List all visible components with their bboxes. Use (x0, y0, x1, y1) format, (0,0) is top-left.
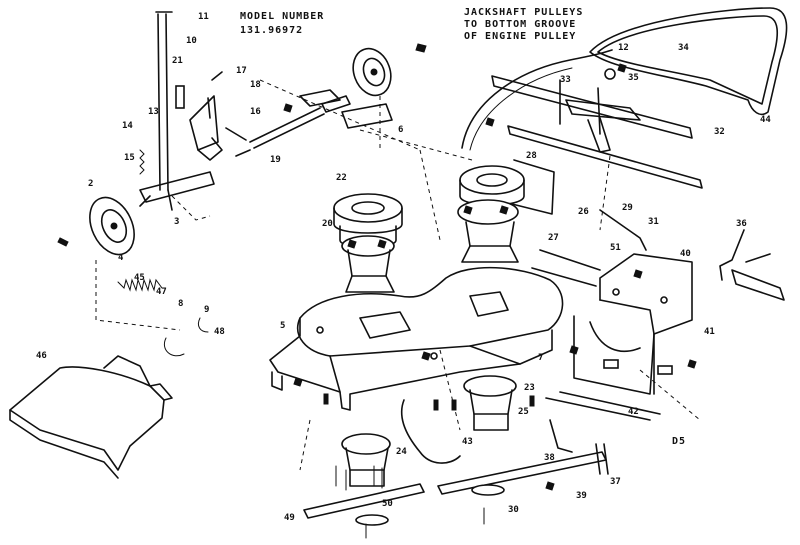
callout-3: 3 (174, 217, 179, 227)
callout-30: 30 (508, 505, 519, 515)
lower-spindle-housings (341, 375, 517, 526)
drive-belt-route-inner (469, 67, 573, 151)
callout-16: 16 (250, 107, 261, 117)
lift-spring (117, 278, 163, 292)
right-spindle-pulley (457, 165, 525, 263)
lower-right-hardware (511, 159, 647, 475)
mounting-bracket (573, 253, 693, 395)
callout-15: 15 (124, 153, 135, 163)
callout-45: 45 (134, 273, 145, 283)
front-gauge-wheel (89, 196, 135, 256)
callout-11: 11 (198, 12, 209, 22)
model-number-label: MODEL NUMBER (240, 11, 324, 22)
callout-34-top: 34 (678, 43, 689, 53)
callout-23: 23 (524, 383, 535, 393)
callout-4: 4 (118, 253, 124, 263)
control-cable (400, 399, 461, 464)
callout-50: 50 (382, 499, 393, 509)
v-belt (589, 7, 788, 116)
part-callouts: 11 10 21 17 18 16 13 14 15 2 3 4 5 6 7 8… (36, 12, 771, 523)
callout-43: 43 (462, 437, 473, 447)
callout-29: 29 (622, 203, 633, 213)
callout-21: 21 (172, 56, 183, 66)
callout-9: 9 (204, 305, 209, 315)
drive-belt-route (461, 49, 613, 149)
deck-hanger (719, 229, 785, 301)
callout-8: 8 (178, 299, 183, 309)
callout-17: 17 (236, 66, 247, 76)
callout-24: 24 (396, 447, 407, 457)
callout-36: 36 (736, 219, 747, 229)
callout-39: 39 (576, 491, 587, 501)
callout-42: 42 (628, 407, 639, 417)
callout-44: 44 (760, 115, 771, 125)
callout-7: 7 (538, 353, 543, 363)
callout-37: 37 (610, 477, 621, 487)
callout-40: 40 (680, 249, 691, 259)
callout-51: 51 (610, 243, 621, 253)
callout-20: 20 (322, 219, 333, 229)
discharge-deflector (9, 355, 173, 479)
callout-48: 48 (214, 327, 225, 337)
diagram-code: D5 (672, 436, 686, 447)
callout-19: 19 (270, 155, 281, 165)
callout-47: 47 (156, 287, 167, 297)
callout-26: 26 (578, 207, 589, 217)
callout-35: 35 (628, 73, 639, 83)
note-line-3: OF ENGINE PULLEY (464, 31, 576, 42)
callout-38: 38 (544, 453, 555, 463)
mower-deck-housing (269, 266, 564, 411)
callout-6: 6 (398, 125, 403, 135)
callout-5: 5 (280, 321, 285, 331)
callout-25: 25 (518, 407, 529, 417)
callout-13: 13 (148, 107, 159, 117)
reference-lines (95, 79, 701, 471)
note-line-1: JACKSHAFT PULLEYS (464, 7, 583, 18)
callout-14: 14 (122, 121, 133, 131)
callout-12: 12 (618, 43, 629, 53)
idler-pulley-top (299, 47, 393, 129)
fastener-hardware (57, 43, 697, 539)
callout-10: 10 (186, 36, 197, 46)
callout-31: 31 (648, 217, 659, 227)
callout-41: 41 (704, 327, 715, 337)
lift-lever-linkage (139, 11, 351, 211)
callout-49: 49 (284, 513, 295, 523)
note-line-2: TO BOTTOM GROOVE (464, 19, 576, 30)
left-spindle-pulley (333, 193, 403, 293)
callout-32: 32 (714, 127, 725, 137)
model-number-value: 131.96972 (240, 25, 303, 36)
callout-22: 22 (336, 173, 347, 183)
callout-46: 46 (36, 351, 47, 361)
jackshaft-assembly (491, 68, 703, 189)
cutting-blades (303, 391, 661, 519)
callout-18: 18 (250, 80, 261, 90)
callout-33: 33 (560, 75, 571, 85)
callout-2: 2 (88, 179, 93, 189)
callout-27: 27 (548, 233, 559, 243)
callout-28: 28 (526, 151, 537, 161)
